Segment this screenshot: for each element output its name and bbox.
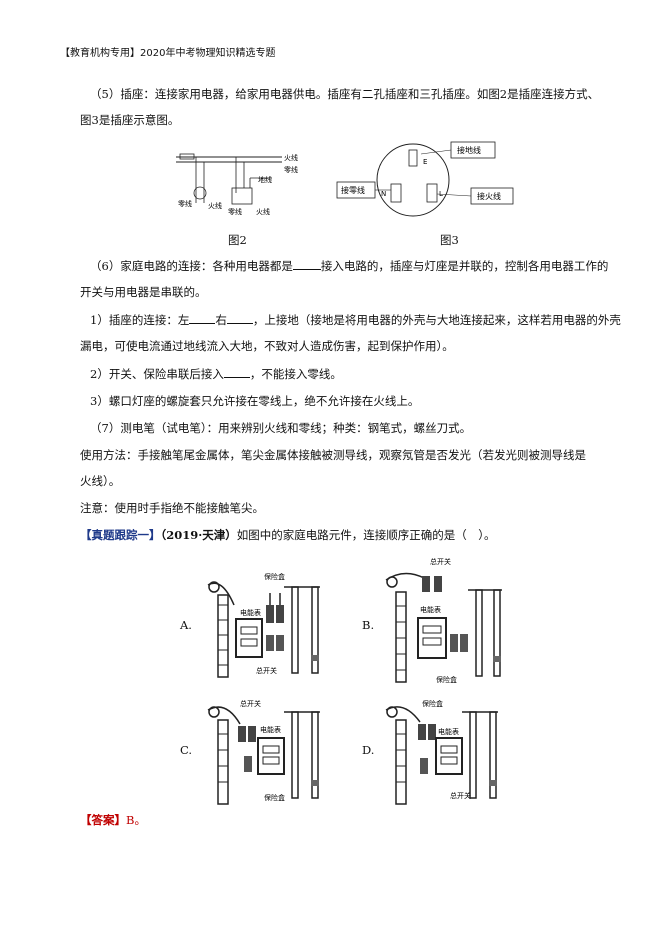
option-a-label-3: 总开关 [256, 666, 277, 675]
fig2-label-huoxian3: 火线 [256, 207, 270, 216]
fig3-label-jiehuo: 接火线 [477, 191, 501, 201]
fig2-label-lingxian: 零线 [284, 165, 298, 174]
item-2-text-a: 2）开关、保险串联后接入 [90, 367, 224, 381]
option-a-label-2: 电能表 [240, 608, 261, 617]
blank-2 [223, 367, 250, 378]
option-b-letter: B. [362, 618, 375, 632]
fig3-label-L: L [439, 190, 443, 198]
fig3-label-jiedi: 接地线 [457, 145, 481, 155]
option-d-diagram: 保险盒 电能表 总开关 [385, 699, 498, 805]
blank-left [189, 313, 216, 324]
question: 【真题跟踪一】（2019·天津）如图中的家庭电路元件，连接顺序正确的是（ ）。 [80, 527, 496, 543]
question-tag: 【真题跟踪一】 [80, 528, 161, 542]
question-text: 如图中的家庭电路元件，连接顺序正确的是（ ）。 [236, 528, 496, 542]
figure-3-socket-diagram: 接地线 接零线 接火线 E N L [336, 141, 514, 217]
option-c-label-2: 电能表 [260, 725, 281, 734]
figure-2-socket-wiring: 火线 零线 地线 零线 火线 零线 火线 [176, 153, 298, 216]
item-1-line2: 漏电，可使电流通过地线流入大地，不致对人造成伤害，起到保护作用）。 [80, 339, 454, 353]
option-c-diagram: 总开关 电能表 保险盒 [207, 699, 320, 805]
option-c-label-3: 保险盒 [264, 793, 285, 802]
option-d-letter: D. [362, 743, 375, 757]
item-1-text-b: 右 [215, 313, 227, 327]
usage-line2: 火线）。 [80, 474, 121, 488]
item-3: 3）螺口灯座的螺旋套只允许接在零线上，绝不允许接在火线上。 [90, 394, 420, 408]
item-2-text-b: ，不能接入零线。 [249, 367, 342, 381]
fig2-label-lingxian2: 零线 [178, 199, 192, 208]
item-1-line1: 1）插座的连接：左 右 ，上接地（接地是将用电器的外壳与大地连接起来，这样若用电器的… [90, 312, 621, 328]
option-b-diagram: 总开关 电能表 保险盒 [385, 557, 502, 684]
answer-value: B。 [126, 813, 146, 827]
blank-right [226, 313, 253, 324]
para-5-line1: （5）插座：连接家用电器，给家用电器供电。插座有二孔插座和三孔插座。如图2是插座… [90, 87, 600, 101]
para-6-text-a: （6）家庭电路的连接：各种用电器都是 [90, 259, 293, 273]
answer: 【答案】B。 [80, 812, 146, 828]
option-b-label-2: 电能表 [420, 605, 441, 614]
option-c-label-1: 总开关 [240, 699, 261, 708]
fig2-label-dixian: 地线 [258, 175, 272, 184]
fig3-label-jieling: 接零线 [341, 185, 365, 195]
figure-2-caption: 图2 [228, 233, 247, 247]
item-7: （7）测电笔（试电笔）：用来辨别火线和零线；种类：钢笔式，螺丝刀式。 [90, 421, 472, 435]
item-2: 2）开关、保险串联后接入 ，不能接入零线。 [90, 366, 342, 382]
note: 注意：使用时手指绝不能接触笔尖。 [80, 501, 264, 515]
page-header: 【教育机构专用】2020年中考物理知识精选专题 [60, 48, 276, 59]
para-6-line1: （6）家庭电路的连接：各种用电器都是 接入电路的，插座与灯座是并联的，控制各用电器… [90, 258, 608, 274]
option-c-letter: C. [180, 743, 193, 757]
option-a-letter: A. [180, 618, 192, 632]
usage-line1: 使用方法：手接触笔尾金属体，笔尖金属体接触被测导线，观察氖管是否发光（若发光则被… [80, 448, 586, 462]
para-5-line2: 图3是插座示意图。 [80, 113, 180, 127]
option-a-diagram: 保险盒 电能表 总开关 [207, 572, 320, 678]
option-d-label-1: 保险盒 [422, 699, 443, 708]
para-6-text-b: 接入电路的，插座与灯座是并联的，控制各用电器工作的 [320, 259, 609, 273]
option-a-label-1: 保险盒 [264, 572, 285, 581]
item-1-text-a: 1）插座的连接：左 [90, 313, 190, 327]
item-1-text-c: ，上接地（接地是将用电器的外壳与大地连接起来，这样若用电器的外壳 [252, 313, 621, 327]
question-source: （2019·天津） [160, 528, 237, 542]
fig2-label-huoxian: 火线 [284, 153, 298, 162]
fig3-label-E: E [423, 158, 427, 166]
para-6-line2: 开关与用电器是串联的。 [80, 285, 207, 299]
option-b-label-3: 保险盒 [436, 675, 457, 684]
figure-3-caption: 图3 [440, 233, 459, 247]
fig3-label-N: N [381, 190, 386, 198]
option-b-label-1: 总开关 [430, 557, 451, 566]
option-d-label-2: 电能表 [438, 727, 459, 736]
blank-1 [292, 259, 321, 270]
fig2-label-lingxian3: 零线 [228, 207, 242, 216]
fig2-label-huoxian2: 火线 [208, 201, 222, 210]
answer-tag: 【答案】 [80, 813, 126, 827]
option-d-label-3: 总开关 [450, 791, 471, 800]
